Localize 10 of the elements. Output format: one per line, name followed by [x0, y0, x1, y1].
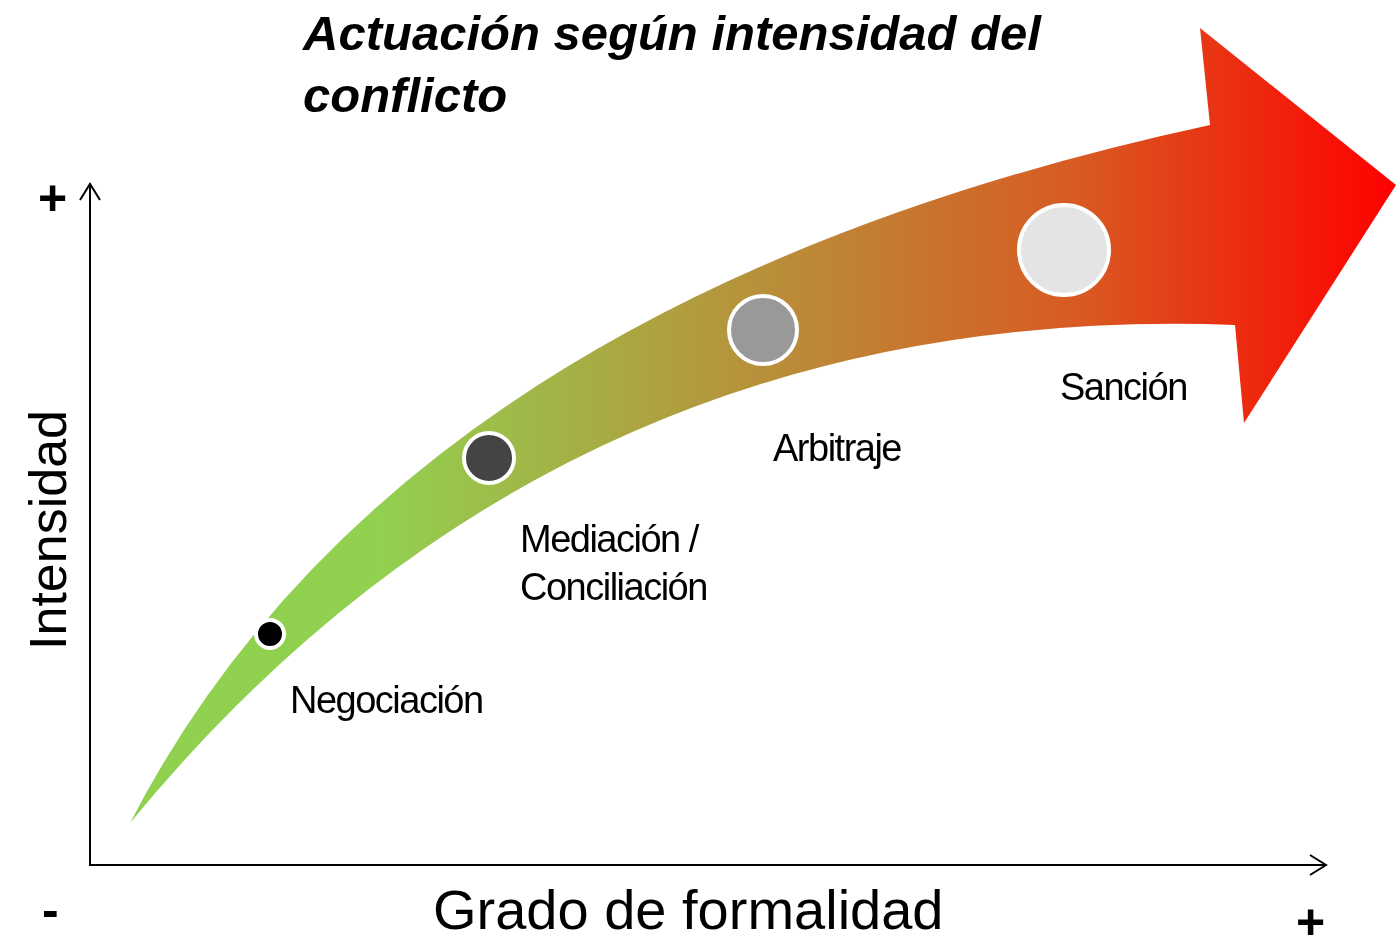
axis-title: Grado de formalidad [433, 880, 944, 940]
stage-label: Negociación [290, 678, 484, 723]
minus-sign: - [42, 881, 59, 940]
stage-label: Sanción [1060, 365, 1188, 410]
axis-title: Intensidad [18, 410, 78, 650]
stage-label: Arbitraje [773, 426, 902, 471]
plus-sign: + [38, 169, 68, 228]
stage-label: Mediación / Conciliación [520, 517, 708, 610]
plus-sign: + [1296, 893, 1326, 944]
title: Actuación según intensidad del conflicto [303, 5, 1043, 124]
